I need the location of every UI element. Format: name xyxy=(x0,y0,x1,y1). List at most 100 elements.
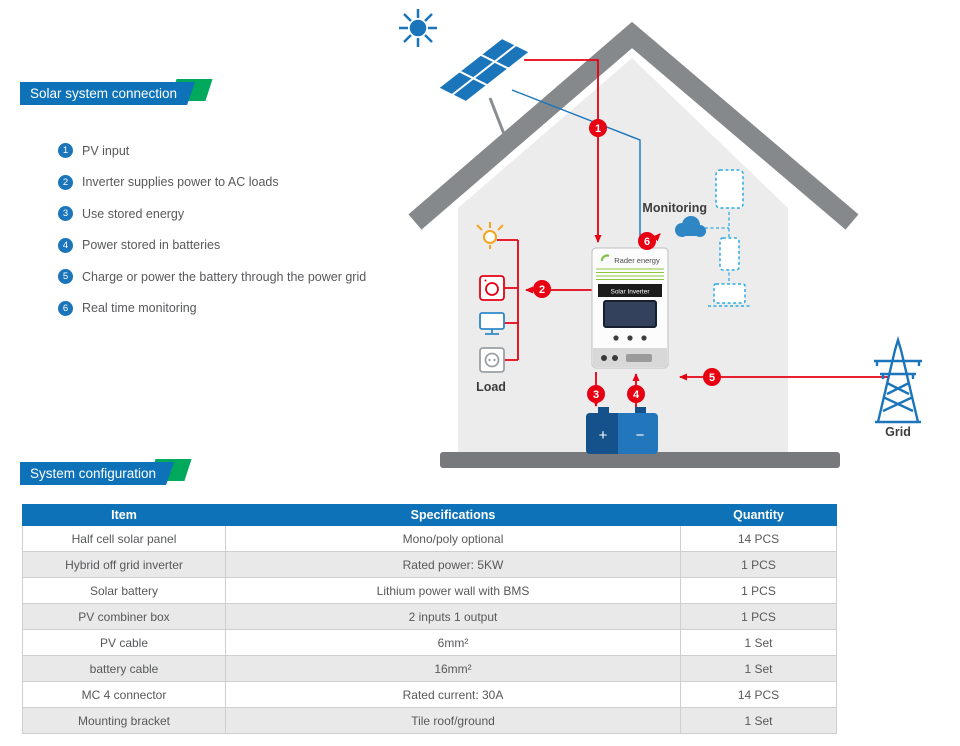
step-badge: 4 xyxy=(58,237,73,253)
configuration-table: Item Specifications Quantity Half cell s… xyxy=(22,504,837,734)
svg-text:2: 2 xyxy=(539,284,545,296)
flow-markers: 1 2 3 4 5 6 xyxy=(533,119,721,403)
cell-qty: 1 PCS xyxy=(680,603,837,630)
cell-qty: 1 Set xyxy=(680,655,837,682)
marker-4: 4 xyxy=(627,385,645,403)
cell-qty: 1 PCS xyxy=(680,577,837,604)
svg-text:5: 5 xyxy=(709,372,715,384)
svg-text:6: 6 xyxy=(644,236,650,248)
cell-item: Mounting bracket xyxy=(22,707,226,734)
flow-pv-input xyxy=(524,59,602,243)
cell-spec: 16mm² xyxy=(225,655,681,682)
step-text: Power stored in batteries xyxy=(82,238,221,252)
cell-spec: Lithium power wall with BMS xyxy=(225,577,681,604)
table-row: PV combiner box 2 inputs 1 output 1 PCS xyxy=(22,603,837,630)
solar-diagram: Load Rader energy Solar Inverter Monitor… xyxy=(399,9,922,468)
monitoring-cluster: Monitoring xyxy=(642,169,751,307)
header-item: Item xyxy=(22,504,226,526)
cell-item: PV combiner box xyxy=(22,603,226,630)
header-quantity: Quantity xyxy=(680,504,837,526)
svg-text:1: 1 xyxy=(595,123,601,135)
cell-item: battery cable xyxy=(22,655,226,682)
step-badge: 2 xyxy=(58,174,73,190)
cell-spec: Tile roof/ground xyxy=(225,707,681,734)
list-item: 1 PV input xyxy=(58,141,366,160)
step-text: Use stored energy xyxy=(82,206,185,221)
svg-text:3: 3 xyxy=(593,389,599,401)
inverter-screen-title: Solar Inverter xyxy=(610,289,650,296)
list-item: 6 Real time monitoring xyxy=(58,299,366,318)
phone-icon xyxy=(719,237,740,271)
cell-qty: 14 PCS xyxy=(680,525,837,552)
inverter-stripes xyxy=(596,268,664,280)
table-row: PV cable 6mm² 1 Set xyxy=(22,629,837,656)
step-text: PV input xyxy=(82,143,130,158)
svg-text:4: 4 xyxy=(633,389,640,401)
sun-icon xyxy=(399,9,437,47)
header-specifications: Specifications xyxy=(225,504,681,526)
list-item: 2 Inverter supplies power to AC loads xyxy=(58,173,366,192)
table-row: MC 4 connector Rated current: 30A 14 PCS xyxy=(22,681,837,708)
cell-spec: 2 inputs 1 output xyxy=(225,603,681,630)
monitoring-label: Monitoring xyxy=(642,201,707,215)
inverter: Rader energy Solar Inverter xyxy=(591,247,669,369)
inverter-button xyxy=(613,335,619,341)
cell-item: MC 4 connector xyxy=(22,681,226,708)
cell-item: PV cable xyxy=(22,629,226,656)
cell-item: Solar battery xyxy=(22,577,226,604)
brand-leaf-icon xyxy=(600,254,610,262)
washer-icon xyxy=(479,275,505,301)
load-group: Load xyxy=(476,222,506,394)
cloud-icon xyxy=(675,216,706,237)
cell-spec: Mono/poly optional xyxy=(225,525,681,552)
load-label: Load xyxy=(476,380,506,394)
step-badge: 1 xyxy=(58,143,73,158)
marker-5: 5 xyxy=(703,368,721,386)
step-badge: 5 xyxy=(58,269,73,284)
cell-item: Half cell solar panel xyxy=(22,525,226,552)
inverter-brand: Rader energy xyxy=(614,256,660,265)
cell-qty: 14 PCS xyxy=(680,681,837,708)
pv-wire xyxy=(511,89,641,246)
ribbon-connection: Solar system connection xyxy=(20,79,213,105)
marker-2: 2 xyxy=(533,280,551,298)
tablet-icon xyxy=(715,169,744,209)
battery-icon: + − xyxy=(586,407,658,454)
table-header-row: Item Specifications Quantity xyxy=(22,504,837,526)
step-badge: 3 xyxy=(58,206,73,221)
battery-minus: − xyxy=(636,427,645,444)
inverter-button xyxy=(641,335,647,341)
steps-list: 1 PV input 2 Inverter supplies power to … xyxy=(58,141,366,318)
monitor-icon xyxy=(479,312,505,335)
grid-label: Grid xyxy=(885,425,911,439)
section-title-connection: Solar system connection xyxy=(20,82,195,105)
cell-qty: 1 Set xyxy=(680,707,837,734)
cell-spec: Rated current: 30A xyxy=(225,681,681,708)
section-title-configuration: System configuration xyxy=(20,462,174,485)
load-stubs xyxy=(497,239,518,361)
list-item: 4 Power stored in batteries xyxy=(58,236,366,255)
step-text: Inverter supplies power to AC loads xyxy=(82,175,279,189)
cell-spec: Rated power: 5KW xyxy=(225,551,681,578)
marker-1: 1 xyxy=(589,119,607,137)
outlet-icon xyxy=(479,347,505,373)
marker-3: 3 xyxy=(587,385,605,403)
table-row: Mounting bracket Tile roof/ground 1 Set xyxy=(22,707,837,734)
cell-qty: 1 Set xyxy=(680,629,837,656)
table-row: battery cable 16mm² 1 Set xyxy=(22,655,837,682)
solar-panel-icon xyxy=(436,36,532,135)
table-row: Hybrid off grid inverter Rated power: 5K… xyxy=(22,551,837,578)
inverter-button xyxy=(627,335,633,341)
table-row: Solar battery Lithium power wall with BM… xyxy=(22,577,837,604)
battery-plus: + xyxy=(599,427,608,444)
ribbon-configuration: System configuration xyxy=(20,459,192,485)
bulb-icon xyxy=(476,222,504,249)
grid-tower-icon xyxy=(874,335,922,424)
laptop-icon xyxy=(708,283,751,307)
marker-6: 6 xyxy=(638,232,656,250)
cell-item: Hybrid off grid inverter xyxy=(22,551,226,578)
cell-qty: 1 PCS xyxy=(680,551,837,578)
step-text: Charge or power the battery through the … xyxy=(82,269,367,284)
step-badge: 6 xyxy=(58,300,73,316)
list-item: 3 Use stored energy xyxy=(58,204,366,223)
